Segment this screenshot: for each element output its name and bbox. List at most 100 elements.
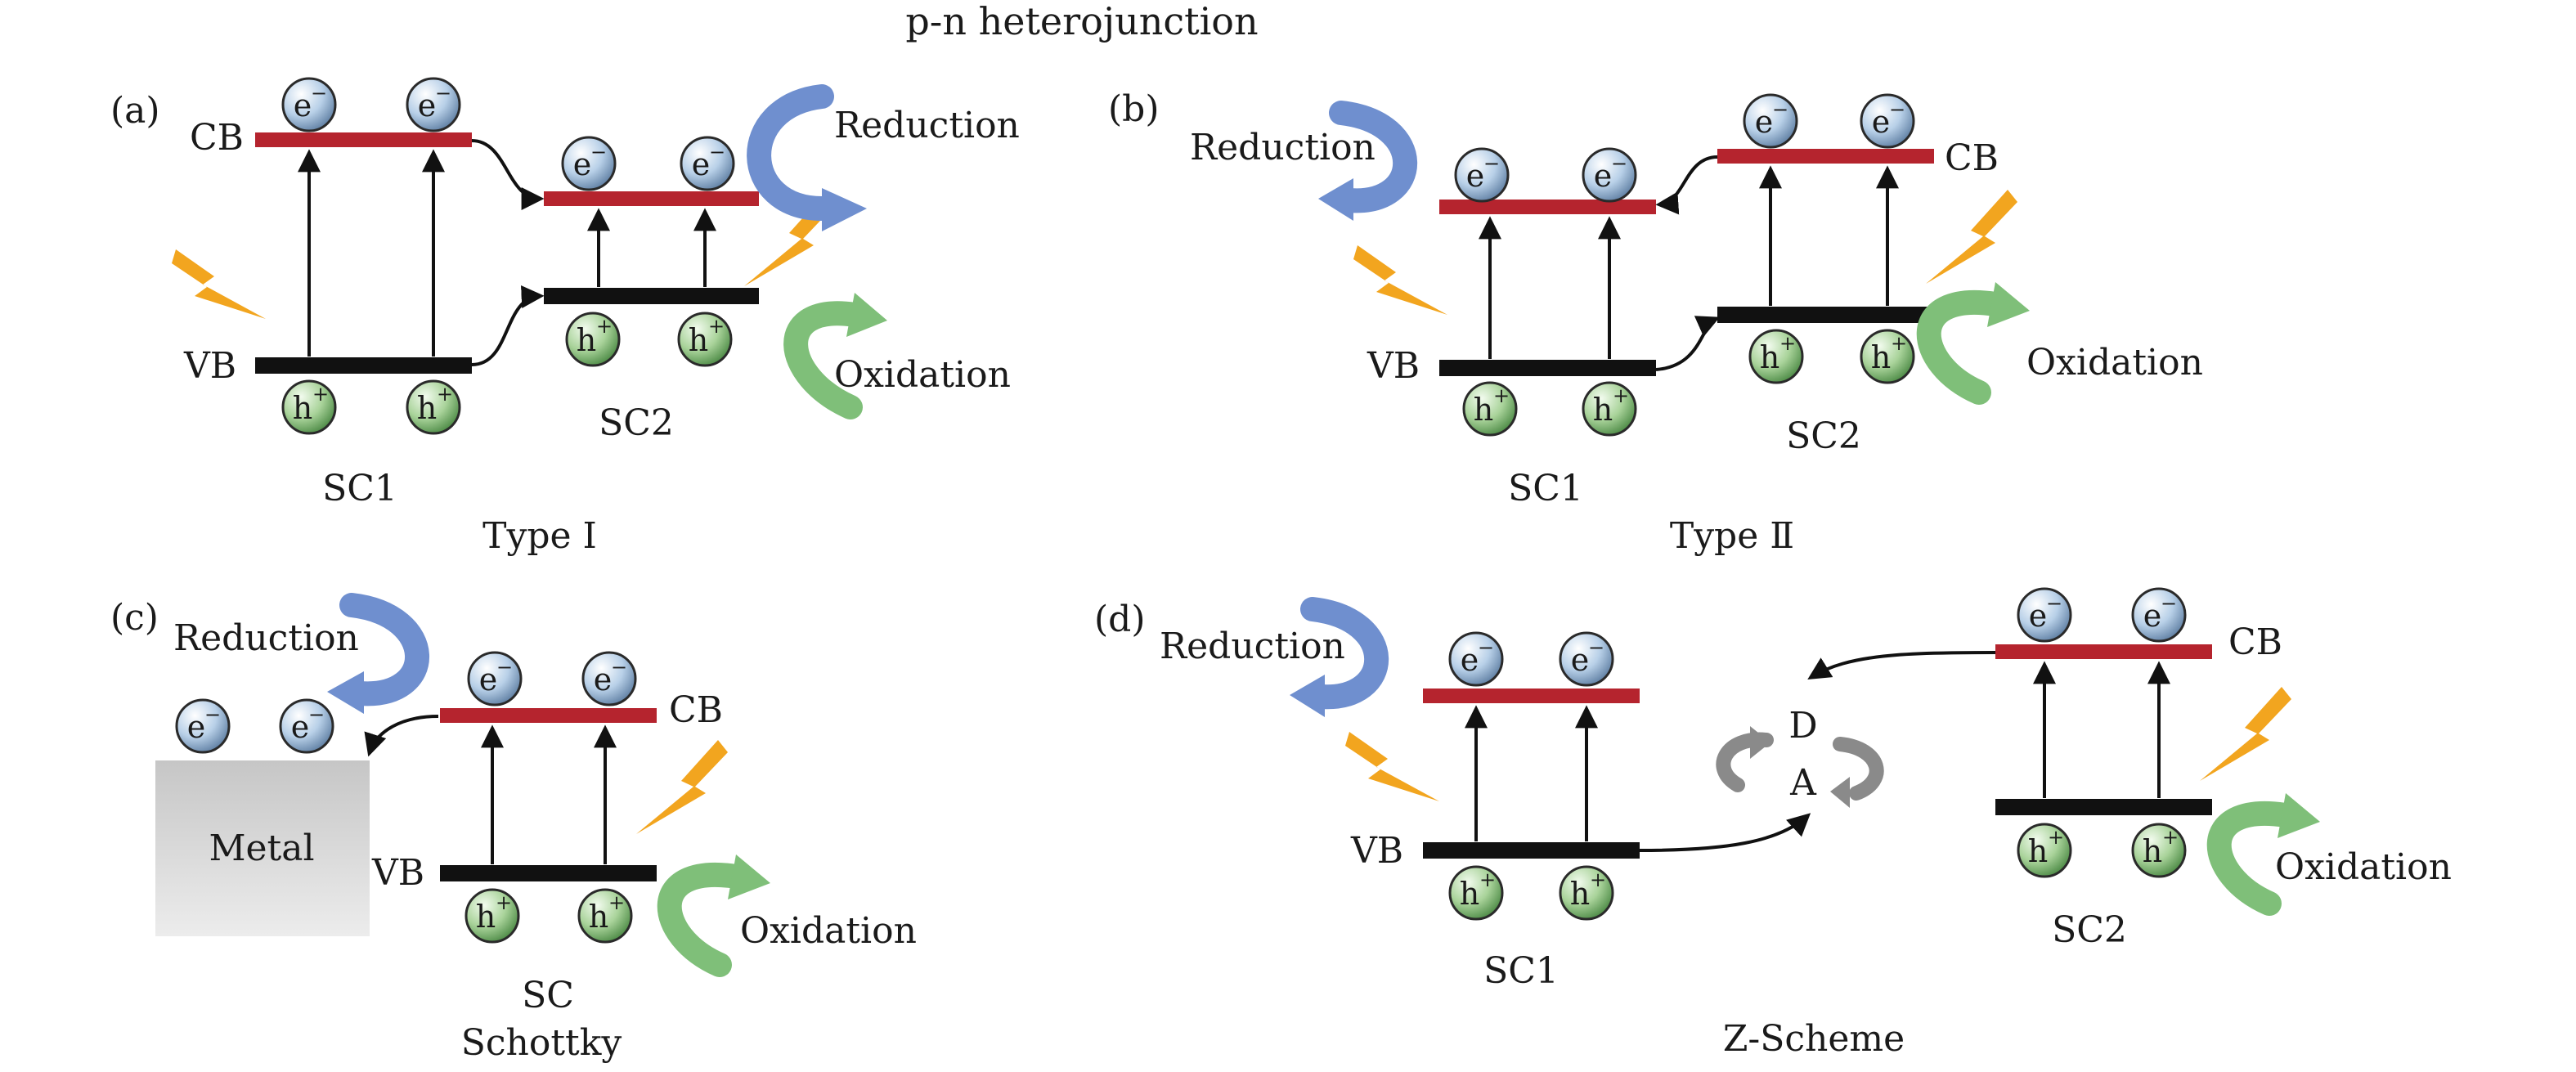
panel-d-vb-label: VB (1350, 830, 1403, 872)
hole: h+ (1462, 381, 1518, 437)
light-bolt-icon (1353, 245, 1447, 315)
electron: e− (2017, 587, 2072, 643)
light-bolt-icon (2200, 687, 2291, 781)
panel-b-caption: Type Ⅱ (1670, 515, 1794, 557)
acceptor-label: A (1789, 762, 1817, 804)
hole: h+ (281, 379, 337, 435)
svg-text:e: e (479, 662, 498, 697)
svg-text:e: e (187, 709, 206, 745)
svg-text:+: + (608, 891, 625, 914)
oxidation-arrow-icon (783, 293, 887, 419)
reduction-arrow-icon (327, 593, 429, 714)
light-bolt-icon (172, 249, 266, 319)
panel-c-schottky: (c) CB VB Metal e− e− e− e− h+ h+ Reduct… (110, 593, 917, 1064)
electron: e− (406, 77, 461, 132)
svg-text:e: e (418, 87, 437, 123)
metal-block (155, 760, 370, 936)
svg-text:−: − (590, 141, 607, 164)
svg-text:+: + (1479, 868, 1496, 891)
panel-c-sc-vb-band (440, 865, 657, 881)
panel-a-sc1-label: SC1 (322, 468, 397, 509)
electron: e− (680, 136, 735, 191)
panel-d-caption: Z-Scheme (1723, 1018, 1905, 1060)
svg-text:h: h (589, 899, 608, 935)
electron: e− (467, 651, 523, 706)
panel-b-vb-label: VB (1367, 345, 1420, 387)
svg-text:h: h (1460, 876, 1479, 912)
svg-text:h: h (689, 322, 708, 358)
svg-text:e: e (1594, 158, 1613, 194)
svg-text:h: h (417, 390, 437, 426)
panel-c-oxidation-label: Oxidation (740, 910, 917, 952)
panel-c-reduction-label: Reduction (173, 617, 359, 659)
hole: h+ (1559, 865, 1614, 921)
oxidation-arrow-icon (1916, 282, 2030, 405)
svg-text:+: + (2162, 826, 2179, 849)
electron: e− (2131, 587, 2187, 643)
panel-d-sc1-vb-band (1423, 842, 1640, 859)
panel-b-reduction-label: Reduction (1190, 127, 1376, 168)
svg-text:h: h (2028, 833, 2048, 869)
svg-text:e: e (692, 146, 711, 182)
svg-text:−: − (311, 82, 327, 105)
light-bolt-icon (636, 740, 728, 834)
panel-a-cb-label: CB (190, 117, 244, 159)
oxidation-arrow-icon (2206, 793, 2320, 916)
svg-text:+: + (496, 891, 512, 914)
panel-d-electron-transfer-arrow (1807, 651, 1996, 680)
panel-b-sc2-cb-band (1717, 149, 1934, 164)
svg-text:−: − (204, 703, 221, 726)
panel-d-cb-label: CB (2228, 621, 2282, 663)
svg-text:−: − (2046, 592, 2062, 615)
panel-a-sc2-cb-band (544, 191, 759, 206)
donor-label: D (1788, 705, 1817, 747)
svg-text:h: h (1593, 392, 1613, 428)
panel-b-tag: (b) (1108, 88, 1160, 130)
svg-text:+: + (596, 315, 613, 338)
panel-d-oxidation-label: Oxidation (2275, 846, 2452, 888)
svg-text:h: h (1760, 339, 1779, 375)
reduction-arrow-icon (747, 84, 867, 231)
svg-text:−: − (1772, 98, 1788, 121)
hole: h+ (1582, 381, 1637, 437)
electron: e− (1559, 631, 1614, 687)
electron: e− (581, 651, 637, 706)
hole: h+ (577, 888, 633, 944)
svg-text:h: h (293, 390, 312, 426)
svg-text:−: − (1611, 152, 1627, 175)
panel-d-reduction-label: Reduction (1160, 626, 1345, 667)
panel-a-caption: Type Ⅰ (482, 515, 597, 557)
panel-a-oxidation-label: Oxidation (834, 354, 1011, 396)
electron: e− (1582, 147, 1637, 203)
svg-text:e: e (1755, 104, 1774, 140)
panel-a-sc1-cb-band (255, 132, 472, 147)
reduction-arrow-icon (1318, 101, 1418, 221)
panel-b-sc1-cb-band (1439, 200, 1656, 214)
svg-text:+: + (708, 315, 725, 338)
svg-text:e: e (1872, 104, 1891, 140)
svg-text:e: e (291, 709, 310, 745)
svg-text:e: e (1571, 642, 1590, 678)
panel-b-type-ii: (b) CB VB e− e− e− e− h+ h+ h+ h+ Reduct… (1108, 88, 2203, 557)
panel-d-hole-transfer-arrow (1639, 813, 1811, 852)
svg-text:−: − (1483, 152, 1500, 175)
panel-d-sc2-vb-band (1995, 799, 2212, 815)
hole: h+ (1448, 865, 1504, 921)
hole: h+ (565, 312, 621, 367)
hole: h+ (2131, 823, 2187, 878)
reduction-arrow-icon (1290, 597, 1389, 717)
svg-text:h: h (2143, 833, 2162, 869)
svg-text:h: h (1474, 392, 1493, 428)
panel-b-sc1-label: SC1 (1508, 468, 1583, 509)
svg-text:e: e (294, 87, 312, 123)
panel-d-tag: (d) (1094, 599, 1146, 640)
redox-cycle-icon (1716, 726, 1884, 808)
electron: e− (279, 698, 334, 754)
panel-d-sc1-cb-band (1423, 689, 1640, 703)
hole: h+ (677, 312, 733, 367)
svg-text:h: h (1570, 876, 1590, 912)
panel-b-oxidation-label: Oxidation (2026, 342, 2203, 383)
hole: h+ (1748, 329, 1804, 384)
hole: h+ (464, 888, 520, 944)
